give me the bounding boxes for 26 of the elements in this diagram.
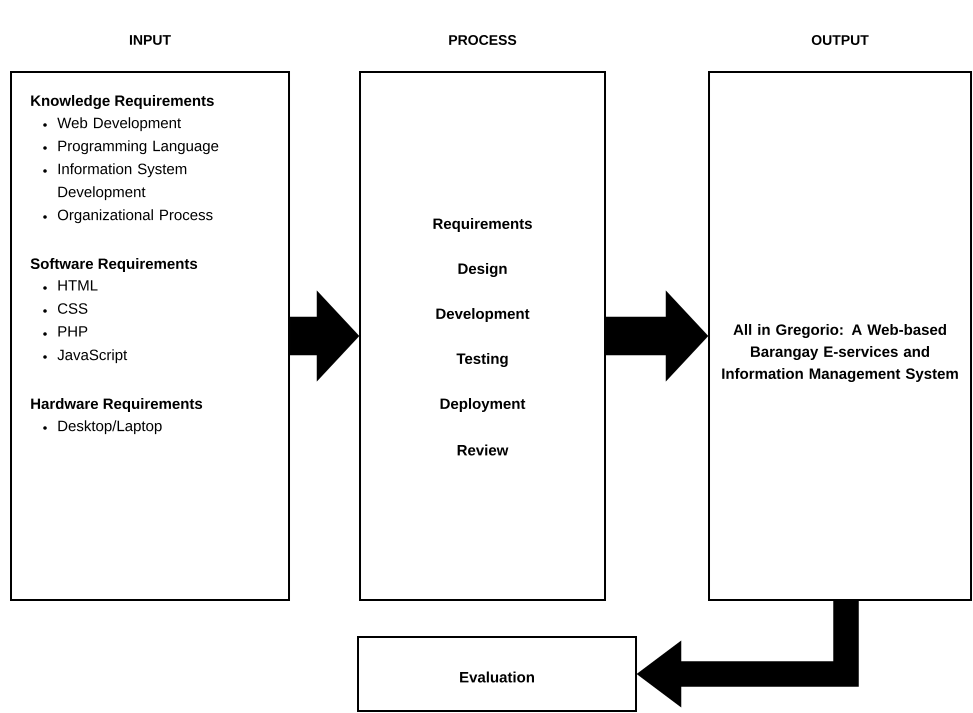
output-text: All in Gregorio: A Web-based Barangay E-services and Information Management System (722, 324, 958, 382)
arrow (606, 290, 708, 382)
step-text: Evaluation (460, 672, 534, 682)
list-item: PHP (43, 326, 88, 337)
list-item: Desktop/Laptop (43, 420, 162, 434)
column-heading: OUTPUT (812, 35, 869, 45)
step-text: Review (458, 444, 508, 456)
step-text: Deployment (440, 398, 526, 412)
list-item: Web Development (43, 117, 182, 132)
section-heading: Hardware Requirements (31, 398, 202, 412)
list-item: HTML (43, 280, 98, 291)
step-text: Design (458, 262, 507, 278)
arrow (290, 290, 360, 382)
column-heading: INPUT (130, 35, 171, 45)
step-text: Development (436, 308, 530, 322)
list-item: Information System Development (43, 163, 186, 200)
arrow (636, 600, 859, 708)
step-text: Requirements (434, 218, 532, 232)
section-heading: Software Requirements (30, 258, 198, 272)
list-item: Programming Language (43, 140, 218, 154)
section-heading: Knowledge Requirements (31, 94, 214, 110)
list-item: CSS (43, 303, 88, 314)
column-heading: PROCESS (449, 35, 516, 45)
list-item: JavaScript (43, 349, 128, 364)
list-item: Organizational Process (43, 209, 213, 224)
step-text: Testing (456, 352, 508, 368)
